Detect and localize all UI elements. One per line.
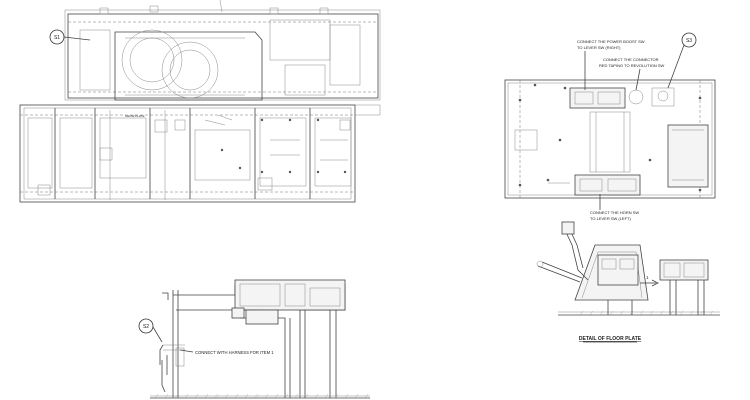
side-elevation-view: S2 CONNECT WITH HARNESS FOR ITEM 1 <box>138 279 370 399</box>
power-boost-note-line2: TO LEVER SW (RIGHT) <box>577 45 621 50</box>
item-marker-1: 1 <box>646 275 649 280</box>
floor-plate-detail-view: 1 DETAIL OF FLOOR PLATE <box>536 221 720 343</box>
horn-note-line1: CONNECT THE HORN SW <box>590 210 639 215</box>
callout-s3-bubble <box>681 32 697 48</box>
callout-s1-bubble <box>49 29 65 45</box>
lever-switch-left <box>574 174 641 196</box>
detail-floor-plate-title: DETAIL OF FLOOR PLATE <box>579 336 642 342</box>
callout-s2-bubble <box>138 318 154 334</box>
connector-note-line2: RED TAPING TO REVOLUTION SW <box>599 63 664 68</box>
power-boost-note-line1: CONNECT THE POWER BOOST SW <box>577 39 645 44</box>
horn-note-line2: TO LEVER SW (LEFT) <box>590 216 631 221</box>
floor-plate-plan-view: CONNECT THE POWER BOOST SW TO LEVER SW (… <box>504 32 716 221</box>
callout-s2-label: S2 <box>143 324 149 330</box>
connector-note-line1: CONNECT THE CONNECTOR <box>603 57 659 62</box>
lever-switch-right <box>569 87 626 109</box>
callout-s3-label: S3 <box>686 38 692 44</box>
chassis-plate-label: SHOW PLATE <box>125 114 144 118</box>
chassis-plan-view: SHOW PLATE S1 <box>19 0 381 203</box>
harness-note: CONNECT WITH HARNESS FOR ITEM 1 <box>195 350 274 355</box>
callout-s1-label: S1 <box>54 35 60 41</box>
